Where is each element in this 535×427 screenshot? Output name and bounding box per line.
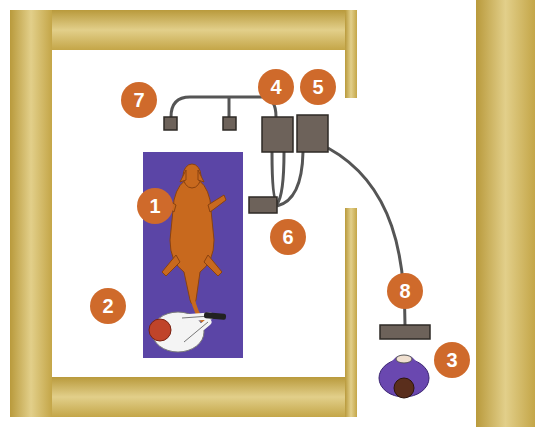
- callout-number: 3: [434, 342, 470, 378]
- callout-number: 6: [270, 219, 306, 255]
- observer: [379, 355, 429, 398]
- callout-number: 2: [90, 288, 126, 324]
- callout-number: 7: [121, 82, 157, 118]
- mat: [143, 152, 243, 358]
- walls: [10, 0, 535, 427]
- technician: [149, 312, 226, 352]
- callout-number: 1: [137, 188, 173, 224]
- devices: [164, 115, 430, 339]
- callout-number: 8: [387, 273, 423, 309]
- dog: [158, 164, 226, 322]
- callout-number: 4: [258, 69, 294, 105]
- cables: [171, 97, 405, 325]
- callout-number: 5: [300, 69, 336, 105]
